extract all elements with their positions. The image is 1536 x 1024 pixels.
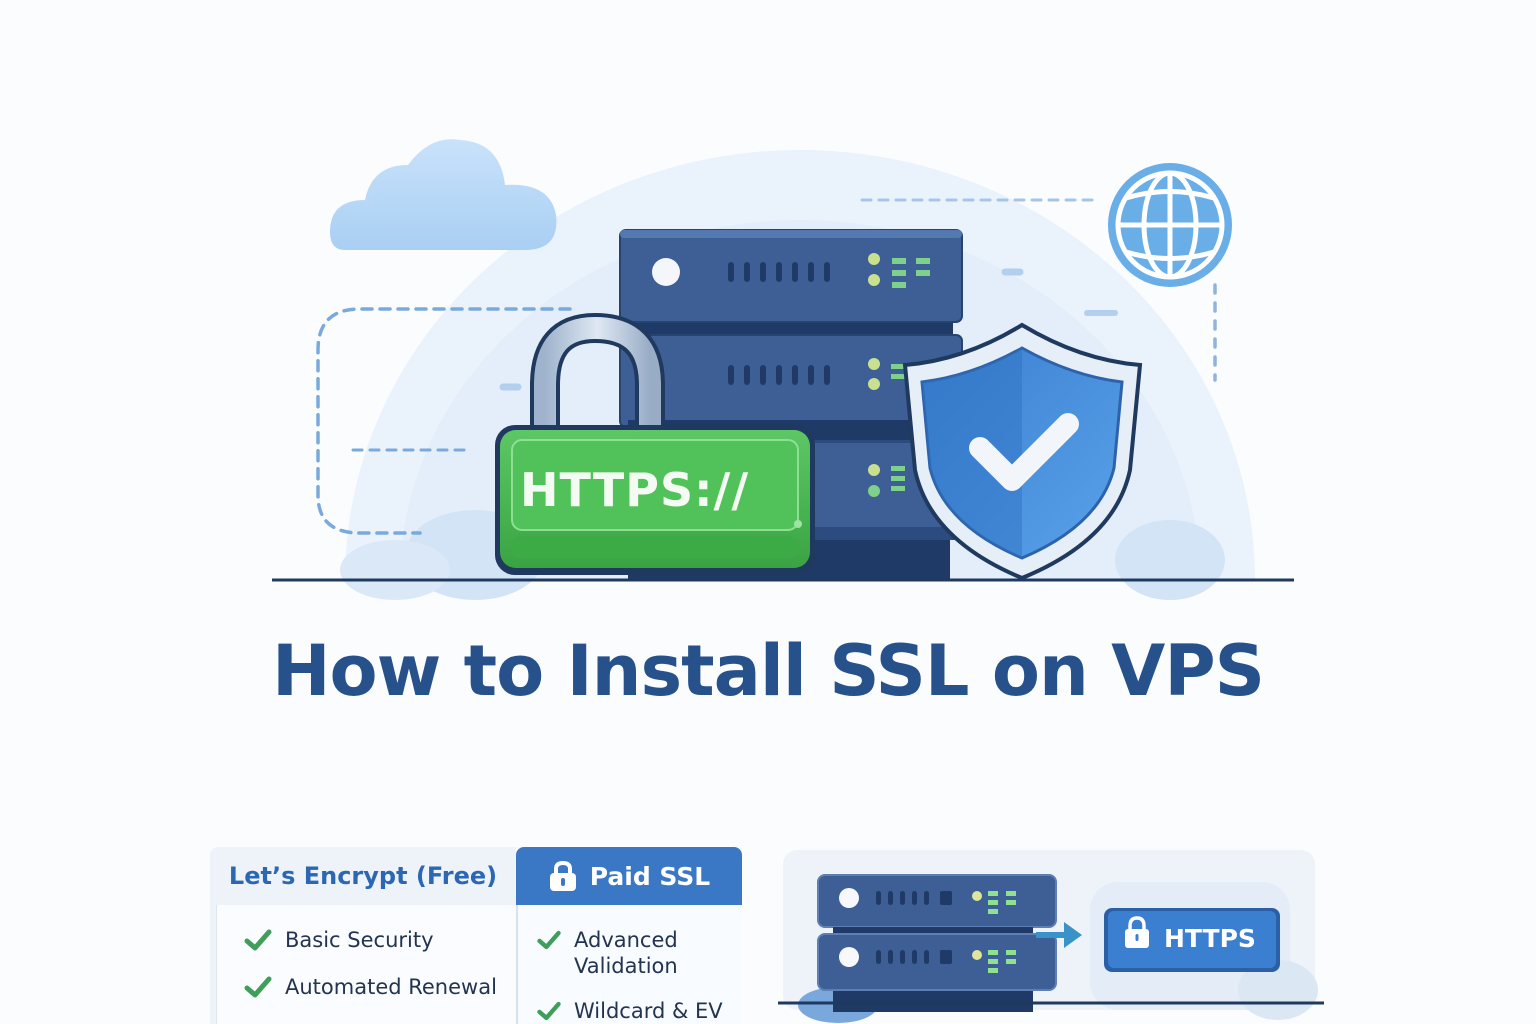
feature-item: Advanced Validation xyxy=(536,927,678,979)
feature-item: Wildcard & EV xyxy=(536,998,723,1024)
check-icon xyxy=(244,929,272,951)
globe-icon xyxy=(1108,163,1232,287)
cloud-icon xyxy=(330,139,557,250)
check-icon xyxy=(537,930,561,950)
padlock-icon xyxy=(549,860,576,891)
server-rack-icon xyxy=(817,874,1057,1012)
feature-item: Basic Security xyxy=(243,927,434,953)
padlock-icon xyxy=(1125,916,1149,948)
hero-artwork xyxy=(272,139,1294,600)
arrow-right-icon xyxy=(1036,922,1082,948)
page-title: How to Install SSL on VPS xyxy=(271,630,1265,712)
free-ssl-header: Let’s Encrypt (Free) xyxy=(228,862,498,890)
shield-check-icon xyxy=(902,322,1143,581)
paid-ssl-header: Paid SSL xyxy=(516,847,742,905)
paid-ssl-column: Paid SSL Advanced Validation Wildcard & … xyxy=(516,847,742,1024)
hero-illustration: HTTPS:// xyxy=(272,139,1294,600)
https-badge-label: HTTPS xyxy=(1164,924,1256,953)
https-lock-label: HTTPS:// xyxy=(520,463,750,517)
check-icon xyxy=(244,976,272,998)
diagram-artwork xyxy=(778,850,1324,1023)
check-icon xyxy=(537,1001,561,1021)
server-to-https-diagram: HTTPS xyxy=(778,850,1326,1024)
feature-item: Automated Renewal xyxy=(243,974,497,1000)
ssl-comparison-table: Let’s Encrypt (Free) Basic Security Auto… xyxy=(210,847,742,1024)
padlock-icon xyxy=(495,312,815,575)
free-ssl-column: Let’s Encrypt (Free) Basic Security Auto… xyxy=(210,847,516,1024)
